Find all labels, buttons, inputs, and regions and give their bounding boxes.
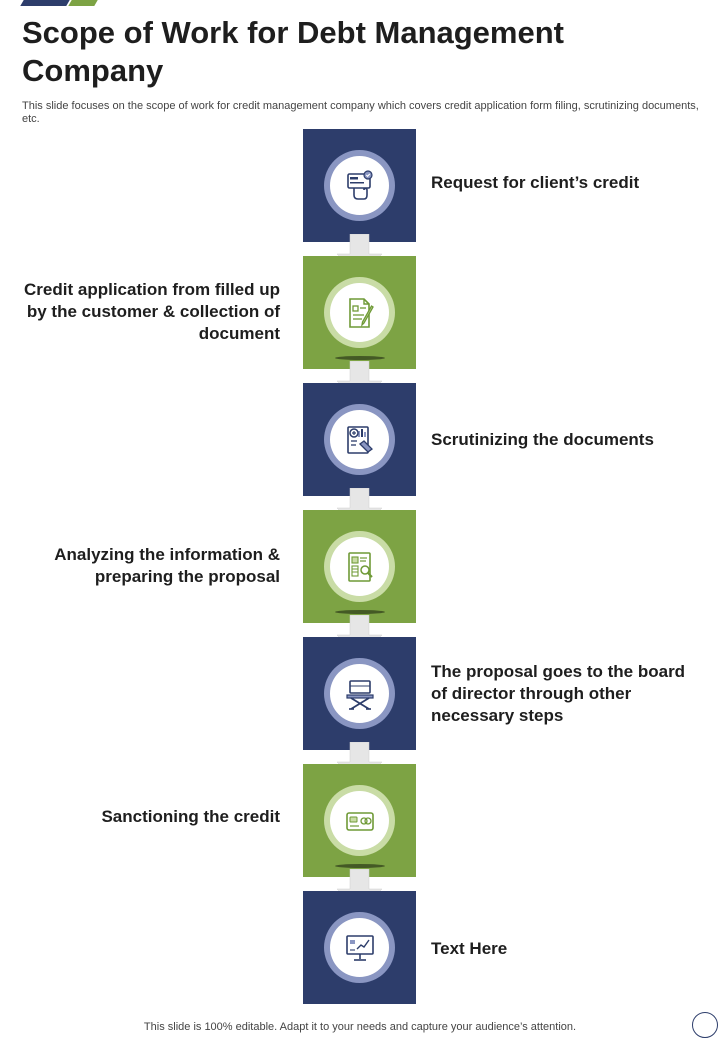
step-4-shadow [335,610,385,614]
step-2-icon-ring [324,277,395,348]
step-4-icon-ring [324,531,395,602]
slide-subtitle: This slide focuses on the scope of work … [22,100,699,125]
step-6-shadow [335,864,385,868]
step-3-label: Scrutinizing the documents [431,430,654,449]
step-5-label: The proposal goes to the board of direct… [431,662,686,725]
step-2-label: Credit application from filled up by the… [24,280,280,343]
step-1-box [303,129,416,242]
page-badge [692,1012,718,1038]
document-magnifier-icon [346,425,373,454]
monitor-chart-icon [345,934,374,961]
step-7-icon-ring [324,912,395,983]
step-7-box [303,891,416,1004]
step-6-icon-ring [324,785,395,856]
step-6-label: Sanctioning the credit [101,807,280,826]
credit-card-hand-icon [346,169,373,200]
step-7-label: Text Here [431,939,508,958]
step-1-label: Request for client’s credit [431,173,640,192]
step-3-box [303,383,416,496]
step-2-shadow [335,356,385,360]
footer-note: This slide is 100% editable. Adapt it to… [143,1021,577,1033]
step-5-icon-ring [324,658,395,729]
step-2-box [303,256,416,369]
step-3-icon-ring [324,404,395,475]
document-pen-icon [348,297,374,328]
director-chair-icon [345,679,374,710]
credit-card-icon [345,811,374,831]
step-5-box [303,637,416,750]
step-6-box [303,764,416,877]
step-4-box [303,510,416,623]
step-4-label: Analyzing the information & preparing th… [54,545,280,586]
step-1-icon-ring [324,150,395,221]
slide-title: Scope of Work for Debt Management Compan… [22,15,564,88]
report-magnifier-icon [347,551,373,582]
accent-bar-green [68,0,98,6]
accent-bar-navy [20,0,70,6]
